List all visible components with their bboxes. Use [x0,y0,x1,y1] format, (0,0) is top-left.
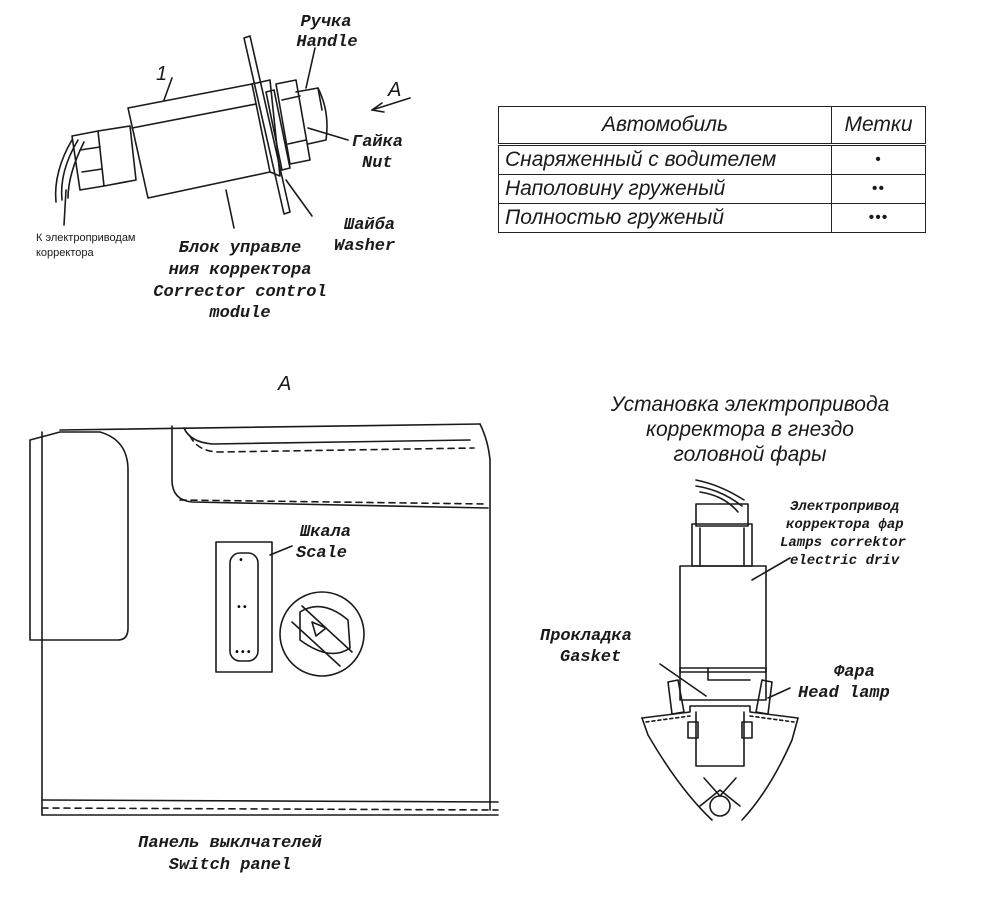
gasket-label-en: Gasket [560,648,622,667]
switch-panel-drawing [29,423,499,816]
scale-mark-1: • [238,555,244,566]
wire-label-line1: К электроприводам [36,232,136,244]
header-marks: Метки [831,106,926,145]
headlamp-label-en: Head lamp [798,684,890,703]
gasket-label-ru: Прокладка [540,627,632,646]
scale-mark-3: ••• [234,647,252,658]
handle-label-ru: Ручка [300,13,352,32]
actuator-label-4: electric driv [790,553,900,569]
module-label-en-2: module [209,304,271,323]
module-label-en-1: Corrector control [153,283,327,302]
handle-label-en: Handle [296,33,358,52]
marks-table: Автомобиль Метки Снаряженный с водителем… [498,106,926,233]
table-row: Полностью груженый ••• [498,203,926,233]
install-title-1: Установка электропривода [610,393,890,416]
view-arrow-label: A [388,79,402,101]
scale-label-ru: Шкала [300,523,352,542]
vehicle-cell: Снаряженный с водителем [498,143,832,175]
vehicle-cell: Наполовину груженый [498,174,832,204]
install-title-2: корректора в гнездо [646,418,854,441]
module-label-ru-2: ния корректора [168,261,312,280]
wire-label-line2: корректора [36,247,94,259]
nut-label-ru: Гайка [352,133,404,152]
actuator-label-1: Электропривод [790,499,900,515]
headlamp-label-ru: Фара [834,663,875,682]
mark-cell: •• [831,174,926,204]
mark-cell: • [831,143,926,175]
install-title-3: головной фары [673,443,827,466]
washer-label-ru: Шайба [344,216,396,235]
actuator-label-2: корректора фар [786,517,904,533]
corrector-control-module-drawing [54,35,411,229]
module-label-ru-1: Блок управле [178,239,302,258]
actuator-installation-drawing [641,479,799,821]
callout-number: 1 [156,63,168,85]
panel-label-en: Switch panel [168,856,292,875]
scale-mark-2: •• [236,602,248,613]
header-vehicle: Автомобиль [498,106,832,145]
actuator-label-3: Lamps correktor [780,535,907,551]
panel-label-ru: Панель выклчателей [138,834,322,853]
mark-cell: ••• [831,203,926,233]
view-a-title: A [278,373,292,395]
table-row: Наполовину груженый •• [498,174,926,204]
washer-label-en: Washer [334,237,396,256]
scale-label-en: Scale [296,544,348,563]
vehicle-cell: Полностью груженый [498,203,832,233]
table-header-row: Автомобиль Метки [498,106,926,145]
nut-label-en: Nut [362,154,393,173]
table-row: Снаряженный с водителем • [498,143,926,175]
